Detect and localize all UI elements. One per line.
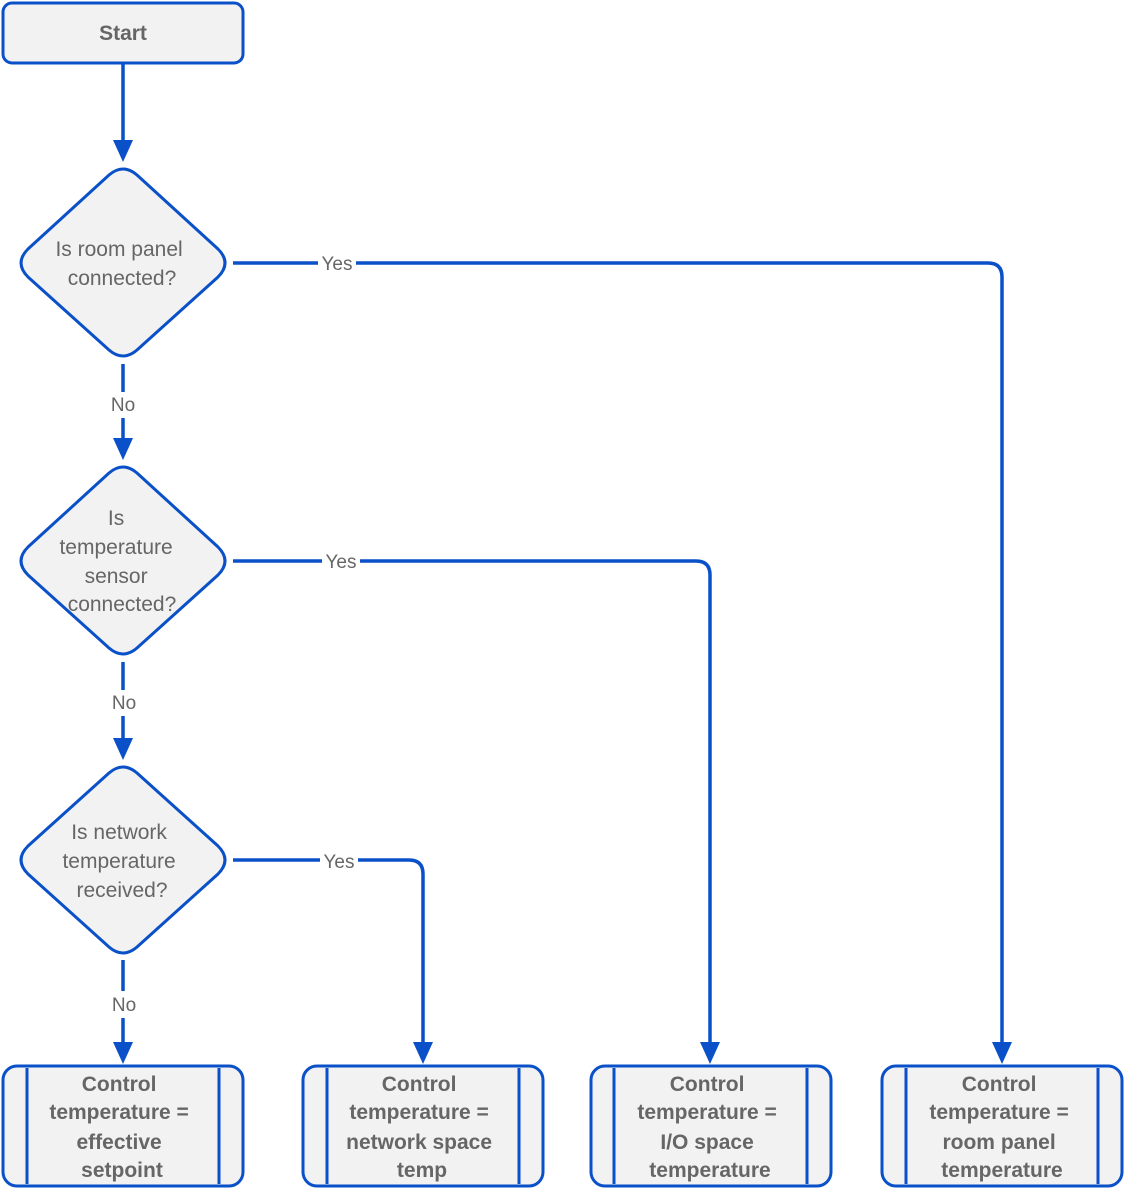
edge-room-panel-yes [233,261,1004,1048]
svg-text:Control temperature =: Control temperature = effective setpoint [49,1073,194,1182]
decision-temp-sensor-line-3: sensor [85,565,148,588]
decision-temp-sensor-line-2: temperature [59,536,172,559]
process-room-panel-line-3: room panel [942,1131,1055,1154]
process-network-line-2: temperature = [349,1101,488,1124]
edge-label-network-no: No [112,995,136,1016]
process-network-line-1: Control [382,1073,457,1096]
process-room-panel-line-2: temperature = [929,1101,1068,1124]
decision-network-line-1: Is network [71,821,167,844]
start-node: Start [1,1,245,65]
svg-text:Control temperature =: Control temperature = network space temp [346,1073,498,1182]
process-io-space-temperature: Control temperature = I/O space temperat… [589,1064,833,1188]
edge-label-network-yes: Yes [324,852,355,873]
decision-room-panel-connected: Is room panel connected? [19,167,227,358]
decision-room-panel-line-2: connected? [68,267,177,290]
decision-room-panel-line-1: Is room panel [55,238,182,261]
svg-text:Is room panel connected?: Is room panel connected? [55,238,188,290]
arrowhead-room-panel-yes [992,1042,1012,1064]
arrowhead-temp-sensor-yes [700,1042,720,1064]
decision-temp-sensor-line-4: connected? [68,593,177,616]
edge-temp-sensor-yes [233,559,712,1048]
process-room-panel-line-4: temperature [941,1159,1062,1182]
process-network-line-4: temp [397,1159,447,1182]
process-room-panel-temperature: Control temperature = room panel tempera… [880,1064,1124,1188]
process-effective-line-2: temperature = [49,1101,188,1124]
svg-text:Control temperature =: Control temperature = I/O space temperat… [637,1073,782,1182]
process-io-line-4: temperature [649,1159,770,1182]
process-network-space-temp: Control temperature = network space temp [301,1064,545,1188]
start-label: Start [99,22,147,45]
arrowhead-network-yes [413,1042,433,1064]
svg-text:Is network temperature: Is network temperature received? [62,821,181,902]
svg-text:Control temperature =: Control temperature = room panel tempera… [929,1073,1074,1182]
edge-network-yes [233,858,425,1048]
arrowhead-network-no [113,1042,133,1064]
process-effective-line-3: effective [76,1131,161,1154]
decision-network-line-2: temperature [62,850,175,873]
process-io-line-2: temperature = [637,1101,776,1124]
edge-label-temp-sensor-yes: Yes [326,552,357,573]
edge-label-room-panel-yes: Yes [322,254,353,275]
process-effective-line-4: setpoint [81,1159,163,1182]
svg-text:Is temperature sen: Is temperature sensor connected? [59,507,178,616]
arrowhead-start-to-room-panel [113,140,133,162]
process-io-line-3: I/O space [660,1131,753,1154]
edge-label-room-panel-no: No [111,395,135,416]
process-room-panel-line-1: Control [962,1073,1037,1096]
process-effective-setpoint: Control temperature = effective setpoint [1,1064,245,1188]
process-effective-line-1: Control [82,1073,157,1096]
arrowhead-temp-sensor-no [113,738,133,760]
decision-network-temperature-received: Is network temperature received? [19,765,227,955]
decision-temperature-sensor-connected: Is temperature sensor connected? [19,465,227,656]
process-io-line-1: Control [670,1073,745,1096]
decision-network-line-3: received? [76,879,167,902]
arrowhead-room-panel-no [113,438,133,460]
decision-temp-sensor-line-1: Is [108,507,124,530]
process-network-line-3: network space [346,1131,492,1154]
edge-label-temp-sensor-no: No [112,693,136,714]
